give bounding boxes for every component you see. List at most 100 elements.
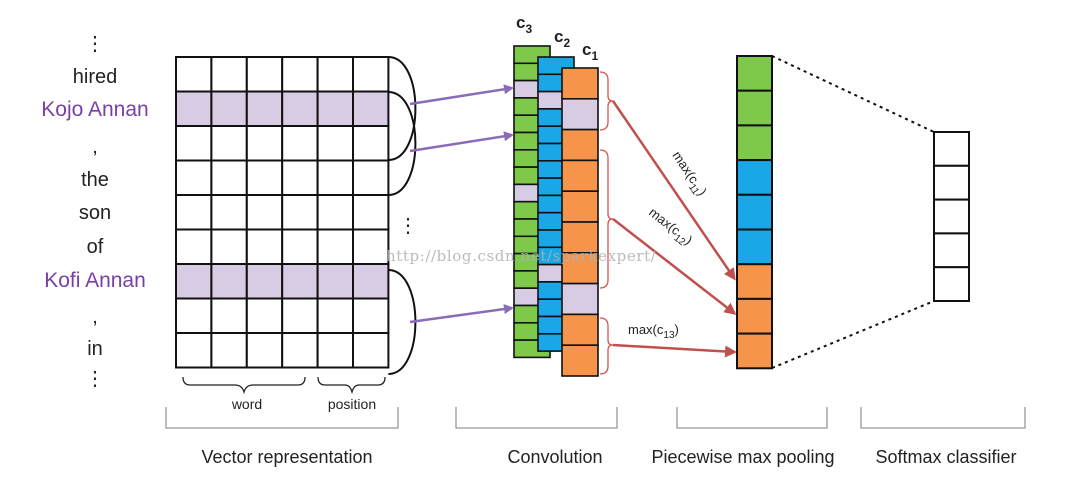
matrix-cell <box>245 159 284 196</box>
conv-cell <box>561 98 599 131</box>
matrix-cell <box>281 332 319 369</box>
matrix-cell <box>316 194 355 231</box>
matrix-cell <box>210 194 248 231</box>
word-1: hired <box>73 66 117 88</box>
matrix-cell <box>175 263 213 300</box>
position-brace-label: position <box>328 396 376 412</box>
matrix-cell <box>352 332 390 369</box>
matrix-cell <box>352 297 390 334</box>
matrix-cell <box>281 159 319 196</box>
conv-cell <box>561 282 599 316</box>
segment-braces <box>599 71 614 375</box>
pooling-cell <box>736 332 773 370</box>
matrix-cell <box>175 56 213 93</box>
softmax-cell <box>933 164 970 201</box>
matrix-cell <box>316 263 355 300</box>
purple-arrow-1 <box>409 84 514 106</box>
softmax-cell <box>933 232 970 269</box>
word-8: , <box>92 306 98 328</box>
matrix-cell <box>245 332 284 369</box>
matrix-cell <box>245 56 284 93</box>
matrix-cell <box>352 263 390 300</box>
matrix-cell <box>210 332 248 369</box>
matrix-cell <box>210 228 248 265</box>
matrix-cell <box>281 228 319 265</box>
window-arc-1 <box>388 56 417 161</box>
conv-cell <box>561 190 599 223</box>
pooling-cell <box>736 159 773 196</box>
matrix-cell <box>210 90 248 127</box>
softmax-cell <box>933 266 970 303</box>
word-4: the <box>81 169 109 191</box>
stage-label-convolution: Convolution <box>507 447 602 467</box>
pooling-cell <box>736 55 773 92</box>
pooling-column <box>736 55 773 370</box>
max-label-3: max(c13) <box>628 322 679 341</box>
convolution-columns <box>513 45 599 377</box>
matrix-cell <box>281 56 319 93</box>
stage-label-softmax: Softmax classifier <box>875 447 1016 467</box>
purple-arrow-3 <box>409 304 514 324</box>
softmax-cell <box>933 131 970 167</box>
watermark: http://blog.csdn.net/sparkexpert/ <box>386 247 657 265</box>
matrix-cell <box>352 194 390 231</box>
matrix-cell <box>245 228 284 265</box>
matrix-cell <box>281 297 319 334</box>
window-arc-2 <box>388 91 417 196</box>
red-arrow-3 <box>612 343 737 358</box>
softmax-column <box>933 131 970 303</box>
conv-column-c1 <box>561 67 599 377</box>
conv-cell <box>561 344 599 377</box>
conv-cell <box>561 67 599 100</box>
matrix-cell <box>175 332 213 369</box>
word-0: ⋮ <box>85 33 105 55</box>
matrix-cell <box>316 125 355 162</box>
matrix-cell <box>245 90 284 127</box>
matrix-cell <box>210 56 248 93</box>
stage-label-vector: Vector representation <box>201 447 372 467</box>
matrix-cell <box>245 263 284 300</box>
matrix-cell <box>175 194 213 231</box>
softmax-cell <box>933 198 970 235</box>
matrix-cell <box>281 263 319 300</box>
matrix-cell <box>245 125 284 162</box>
matrix-cell <box>175 228 213 265</box>
stage-label-pooling: Piecewise max pooling <box>651 447 834 467</box>
conv-cell <box>561 159 599 192</box>
input-matrix <box>175 56 390 369</box>
red-arrow-2 <box>612 218 737 315</box>
matrix-cell <box>175 159 213 196</box>
matrix-cell <box>210 297 248 334</box>
matrix-cell <box>210 159 248 196</box>
matrix-cell <box>352 228 390 265</box>
matrix-cell <box>352 56 390 93</box>
c3-label: c3 <box>516 13 532 36</box>
red-arrow-1 <box>611 100 736 281</box>
c2-label: c2 <box>554 27 570 50</box>
matrix-cell <box>281 125 319 162</box>
matrix-cell <box>175 297 213 334</box>
word-6: of <box>87 236 104 258</box>
matrix-cell <box>316 56 355 93</box>
purple-arrow-2 <box>409 131 514 153</box>
pooling-cell <box>736 228 773 266</box>
matrix-cell <box>316 159 355 196</box>
matrix-cell <box>210 125 248 162</box>
word-9: in <box>87 338 103 360</box>
matrix-cell <box>281 90 319 127</box>
matrix-cell <box>245 297 284 334</box>
stage-brackets <box>165 407 1026 429</box>
conv-cell <box>561 128 599 162</box>
c1-label: c1 <box>582 40 598 63</box>
conv-cell <box>561 252 599 285</box>
matrix-vdots: ⋮ <box>398 215 418 237</box>
word-7: Kofi Annan <box>44 269 146 292</box>
matrix-cell <box>316 297 355 334</box>
pooling-arrows <box>611 100 737 358</box>
pooling-cell <box>736 89 773 127</box>
matrix-cell <box>245 194 284 231</box>
matrix-cell <box>316 90 355 127</box>
matrix-cell <box>175 125 213 162</box>
